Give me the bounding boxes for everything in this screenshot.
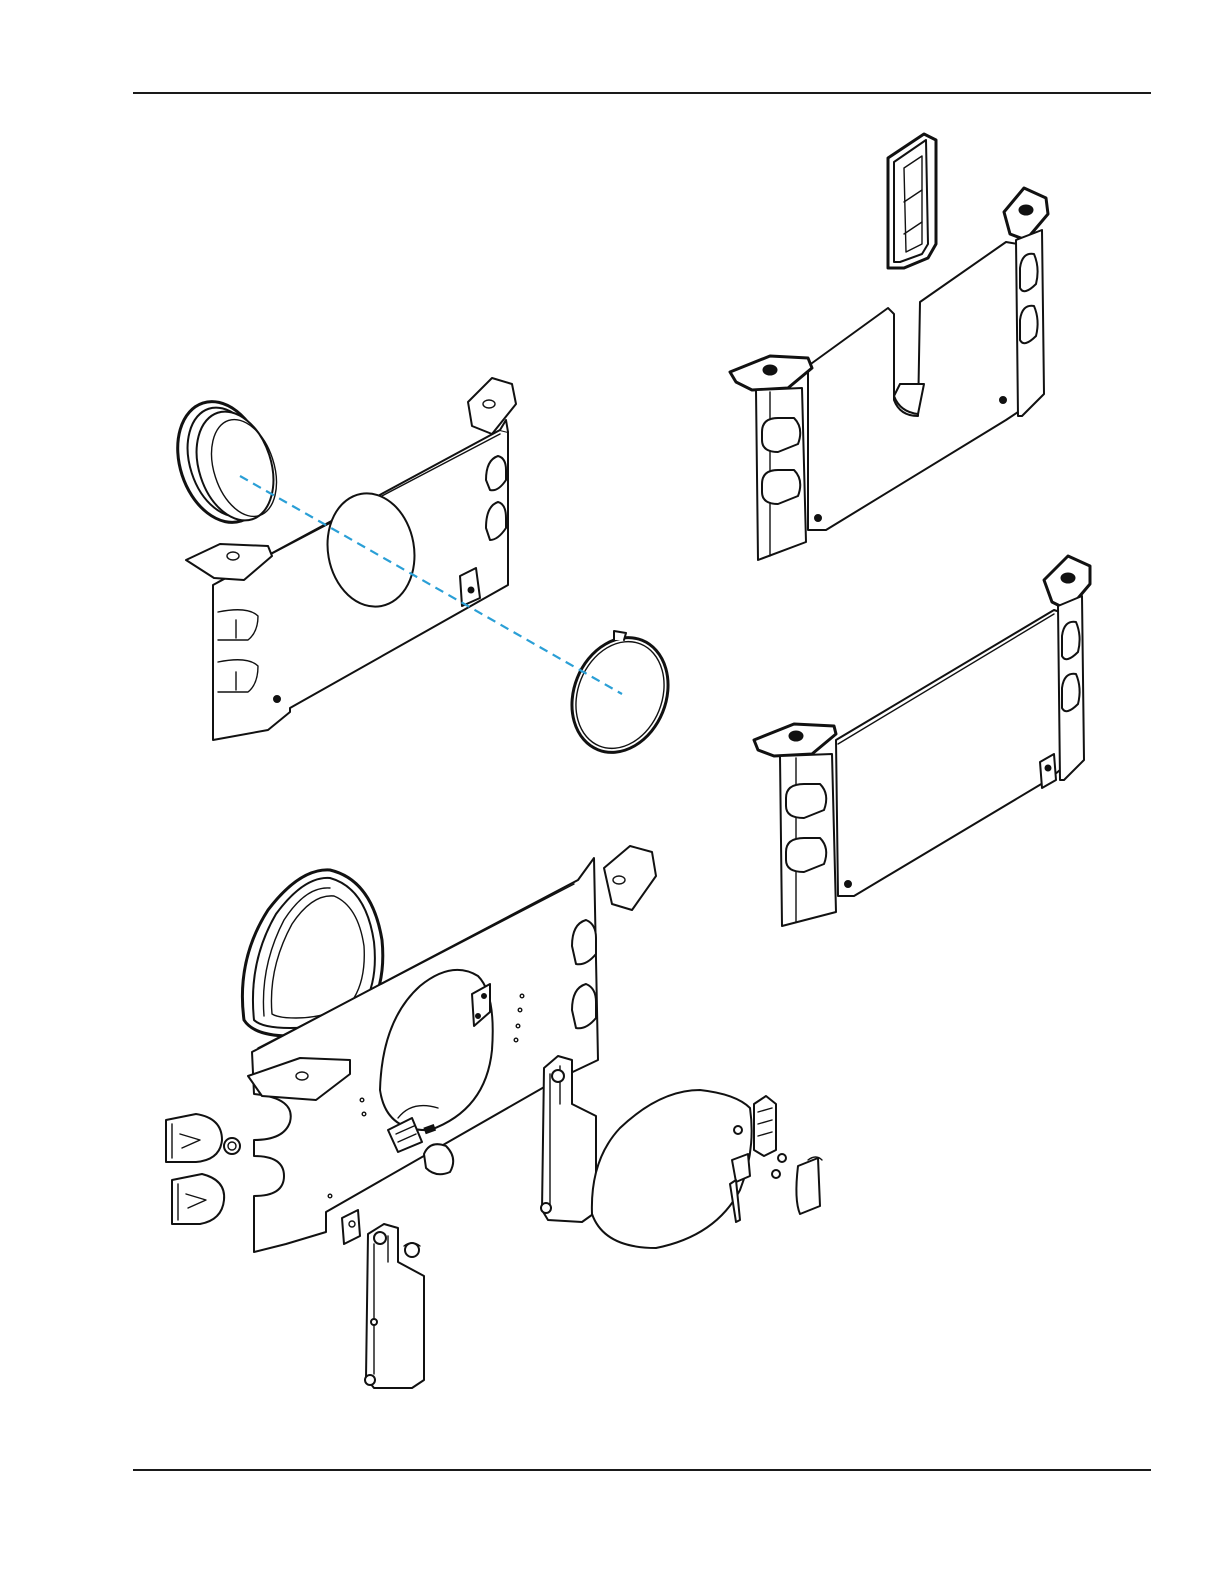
retaining-ring [555,623,685,767]
collar-ring [163,390,288,534]
panel-plain [754,556,1090,926]
access-door [592,1090,752,1248]
slot-insert-frame [888,134,936,268]
left-clips [166,1114,240,1224]
lower-handle [365,1224,424,1388]
panel-with-slot-and-insert [730,134,1048,560]
upright-handle [541,1056,596,1222]
panel-with-door-exploded [166,846,822,1388]
panel-with-ring-exploded [163,378,685,767]
